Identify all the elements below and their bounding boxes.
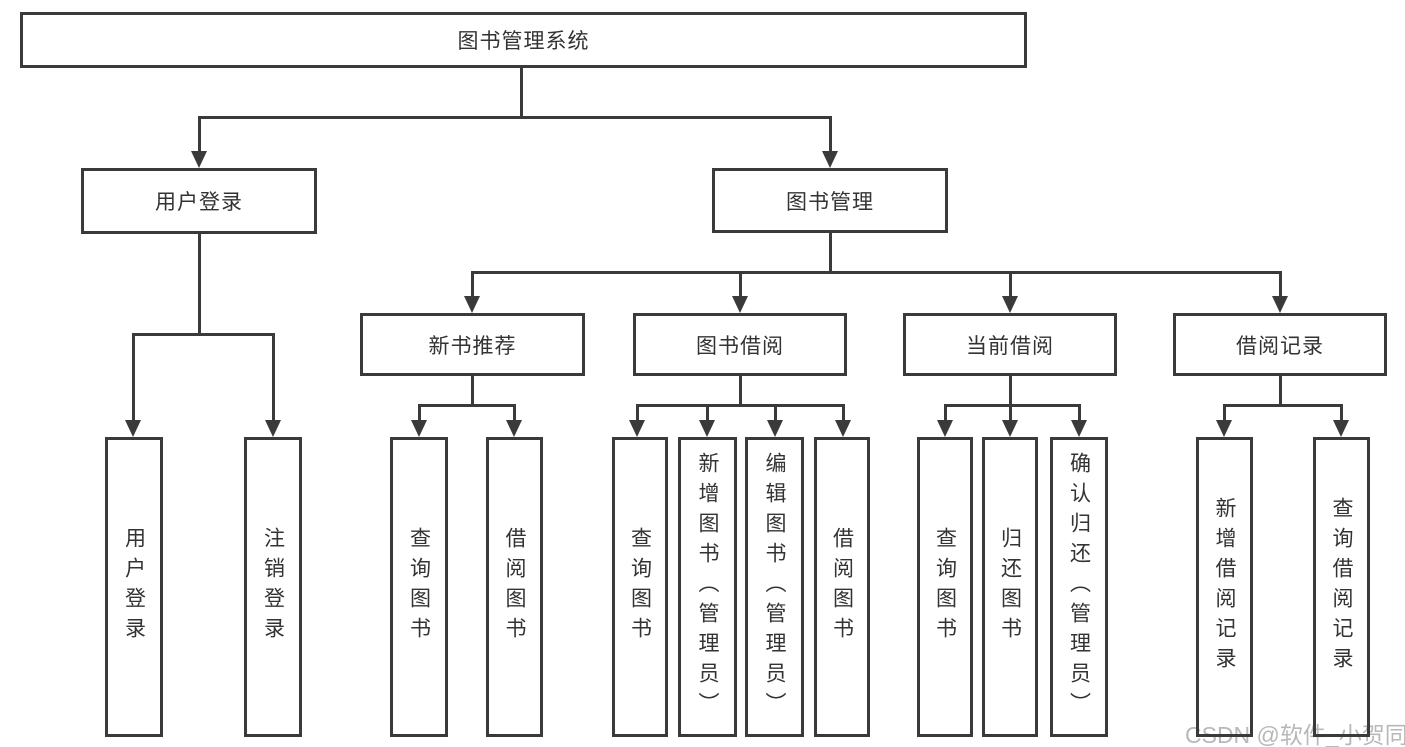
leaf-borrow-books-label: 借阅图书 [830, 527, 854, 647]
connector-book-mgmt-horizontal [471, 271, 1282, 274]
branch-user-login-box: 用户登录 [81, 168, 317, 234]
connector-group3-horizontal [1223, 404, 1343, 407]
arrowhead-icon [1216, 420, 1232, 437]
arrowhead-icon [699, 420, 715, 437]
group-current-box: 当前借阅 [903, 313, 1117, 376]
leaf-return-books-box: 归还图书 [982, 437, 1038, 737]
leaf-confirm-return-admin-label: 确认归还（管理员） [1067, 452, 1091, 722]
leaf-borrow-books-label: 借阅图书 [503, 527, 526, 647]
connector-leaf-stem [132, 333, 135, 422]
connector-book-mgmt-vertical [829, 233, 832, 274]
connector-leaf-stem [1340, 404, 1343, 422]
arrowhead-icon [629, 420, 645, 437]
leaf-add-books-admin-box: 新增图书（管理员） [678, 437, 737, 737]
group-new-books-label: 新书推荐 [428, 334, 517, 358]
leaf-logout-box: 注销登录 [244, 437, 302, 737]
leaf-query-books-box: 查询图书 [390, 437, 448, 737]
arrowhead-icon [1002, 420, 1018, 437]
leaf-borrow-books-box: 借阅图书 [486, 437, 543, 737]
arrowhead-icon [125, 420, 141, 437]
leaf-query-borrow-record-box: 查询借阅记录 [1313, 437, 1370, 737]
group-current-label: 当前借阅 [966, 334, 1054, 358]
connector-user-login-vertical [198, 234, 201, 336]
connector-leaf-stem [272, 333, 275, 422]
connector-group1-vertical [739, 376, 742, 407]
connector-root-vertical [520, 68, 523, 118]
connector-leaf-stem [636, 404, 639, 422]
arrowhead-icon [732, 296, 748, 313]
connector-group3-vertical [1279, 376, 1282, 407]
leaf-edit-books-admin-label: 编辑图书（管理员） [763, 452, 786, 722]
leaf-query-books-box: 查询图书 [612, 437, 668, 737]
connector-group-stem [1279, 271, 1282, 298]
leaf-confirm-return-admin-box: 确认归还（管理员） [1050, 437, 1108, 737]
connector-leaf-stem [513, 404, 516, 422]
connector-leaf-stem [944, 404, 947, 422]
connector-book-mgmt-stem [829, 116, 832, 153]
arrowhead-icon [506, 420, 522, 437]
root-label: 图书管理系统 [457, 30, 590, 53]
arrowhead-icon [835, 420, 851, 437]
arrowhead-icon [464, 296, 480, 313]
arrowhead-icon [822, 151, 838, 168]
group-new-books-box: 新书推荐 [360, 313, 585, 376]
connector-leaf-stem [1223, 404, 1226, 422]
arrowhead-icon [1272, 296, 1288, 313]
arrowhead-icon [937, 420, 953, 437]
leaf-query-books-label: 查询图书 [628, 527, 652, 647]
arrowhead-icon [265, 420, 281, 437]
arrowhead-icon [411, 420, 427, 437]
leaf-user-login-box: 用户登录 [105, 437, 163, 737]
connector-group2-vertical [1009, 376, 1012, 407]
leaf-query-books-label: 查询图书 [933, 527, 957, 647]
group-borrow-label: 图书借阅 [696, 334, 784, 358]
root-box: 图书管理系统 [20, 12, 1027, 68]
leaf-query-books-box: 查询图书 [917, 437, 973, 737]
connector-leaf-stem [1078, 404, 1081, 422]
leaf-add-books-admin-label: 新增图书（管理员） [696, 452, 719, 722]
connector-group-stem [471, 271, 474, 298]
arrowhead-icon [1071, 420, 1087, 437]
connector-leaf-stem [418, 404, 421, 422]
arrowhead-icon [767, 420, 783, 437]
branch-book-mgmt-box: 图书管理 [712, 168, 948, 233]
connector-root-horizontal [198, 116, 832, 119]
leaf-query-borrow-record-label: 查询借阅记录 [1330, 497, 1353, 677]
leaf-query-books-label: 查询图书 [407, 527, 431, 647]
connector-group-stem [739, 271, 742, 298]
connector-user-login-stem [198, 116, 201, 153]
leaf-add-borrow-record-label: 新增借阅记录 [1213, 497, 1236, 677]
connector-user-login-horizontal [132, 333, 274, 336]
connector-group0-vertical [471, 376, 474, 407]
leaf-user-login-label: 用户登录 [122, 527, 146, 647]
arrowhead-icon [1333, 420, 1349, 437]
leaf-return-books-label: 归还图书 [998, 527, 1022, 647]
leaf-edit-books-admin-box: 编辑图书（管理员） [745, 437, 804, 737]
connector-group2-horizontal [944, 404, 1081, 407]
leaf-borrow-books-box: 借阅图书 [814, 437, 870, 737]
connector-group1-horizontal [636, 404, 845, 407]
group-records-label: 借阅记录 [1236, 334, 1324, 358]
connector-leaf-stem [842, 404, 845, 422]
connector-group0-horizontal [418, 404, 516, 407]
group-borrow-box: 图书借阅 [633, 313, 847, 376]
connector-leaf-stem [774, 404, 777, 422]
connector-group-stem [1009, 271, 1012, 298]
arrowhead-icon [1002, 296, 1018, 313]
connector-leaf-stem [1009, 404, 1012, 422]
connector-leaf-stem [706, 404, 709, 422]
leaf-logout-label: 注销登录 [261, 527, 285, 647]
leaf-add-borrow-record-box: 新增借阅记录 [1196, 437, 1253, 737]
branch-user-login-label: 用户登录 [155, 191, 243, 214]
group-records-box: 借阅记录 [1173, 313, 1387, 376]
branch-book-mgmt-label: 图书管理 [786, 190, 874, 214]
arrowhead-icon [191, 151, 207, 168]
